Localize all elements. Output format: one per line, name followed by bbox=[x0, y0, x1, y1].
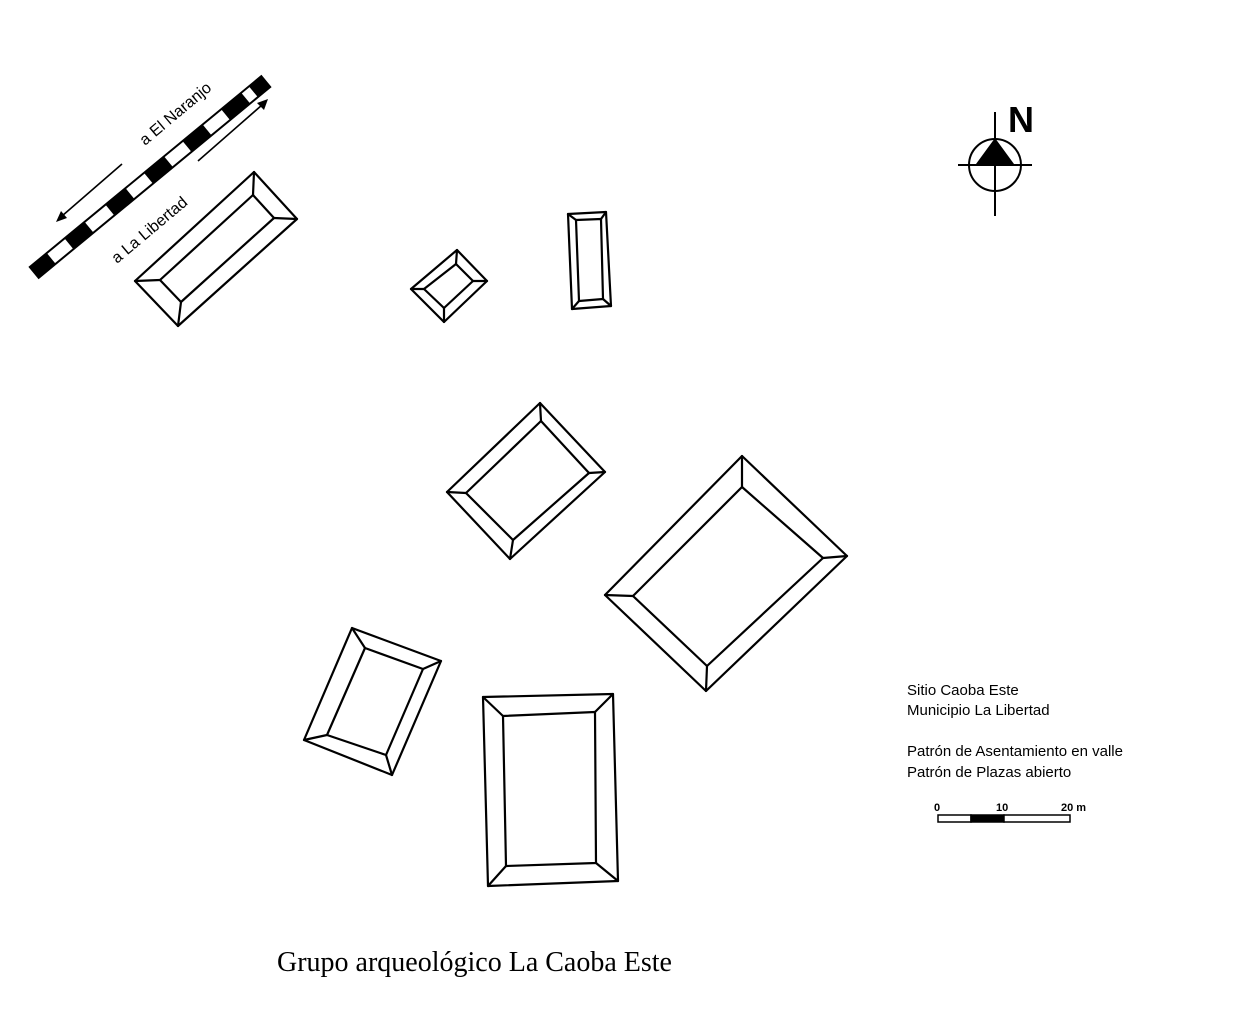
scale-tick-20: 20 m bbox=[1061, 802, 1086, 814]
mound bbox=[481, 692, 620, 888]
mound bbox=[409, 248, 489, 324]
mound bbox=[603, 454, 849, 693]
settlement-pattern: Patrón de Asentamiento en valle bbox=[907, 743, 1123, 760]
direction-arrow-southwest bbox=[56, 163, 123, 222]
scale-bar: 0 10 20 m bbox=[934, 802, 1086, 823]
plaza-pattern: Patrón de Plazas abierto bbox=[907, 764, 1071, 781]
mound bbox=[566, 210, 613, 311]
mound bbox=[302, 626, 443, 777]
info-block: Sitio Caoba Este Municipio La Libertad P… bbox=[907, 682, 1123, 781]
scale-tick-0: 0 bbox=[934, 802, 940, 814]
direction-arrow-northeast bbox=[197, 99, 268, 162]
map-title: Grupo arqueológico La Caoba Este bbox=[277, 947, 672, 978]
mound bbox=[445, 401, 607, 561]
mound bbox=[133, 170, 299, 328]
scale-tick-10: 10 bbox=[996, 802, 1008, 814]
municipality: Municipio La Libertad bbox=[907, 702, 1050, 719]
road bbox=[28, 74, 272, 280]
site-name: Sitio Caoba Este bbox=[907, 682, 1019, 699]
north-arrow bbox=[958, 112, 1032, 216]
north-label: N bbox=[1008, 99, 1034, 140]
